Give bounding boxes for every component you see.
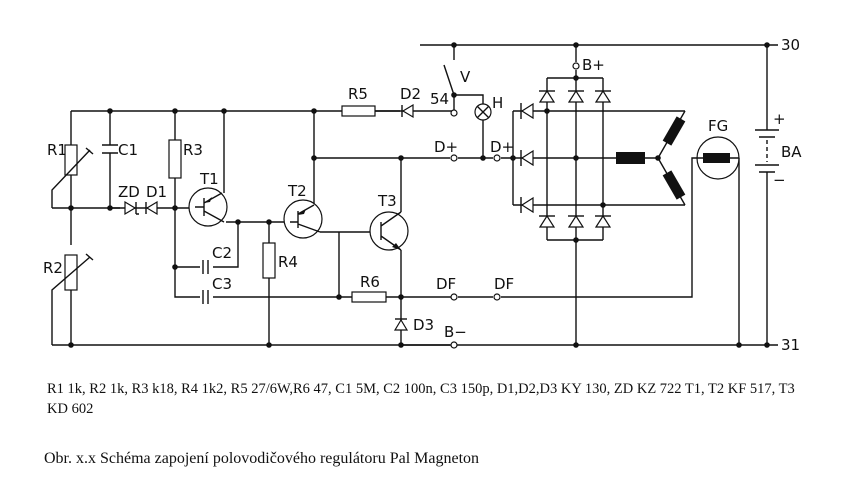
label-T3: T3 [377,192,397,210]
stator-windings [616,116,686,200]
lamp-H [474,103,492,121]
label-D2: D2 [400,85,421,103]
label-R6: R6 [360,273,380,291]
label-Bplus: B+ [582,56,605,74]
label-H: H [492,94,503,112]
label-T2: T2 [287,182,307,200]
capacitor-C3 [202,290,209,304]
label-plus: + [773,110,786,128]
label-30: 30 [781,36,800,54]
label-DF-2: DF [494,275,514,293]
label-R5: R5 [348,85,368,103]
switch-V [443,64,455,96]
regulator-schematic: R1 C1 R3 ZD D1 T1 R2 C2 C3 R4 T2 T3 R5 D… [43,36,802,354]
figure-caption: Obr. x.x Schéma zapojení polovodičového … [44,450,480,467]
diode-D2 [375,103,414,119]
resistor-R1 [51,144,94,208]
capacitor-C2 [202,260,209,274]
resistor-R4 [262,242,276,279]
label-Dplus-1: D+ [434,138,458,156]
transistor-T3 [369,211,409,251]
label-54: 54 [430,90,449,108]
label-Bminus: B− [444,323,467,341]
wires [51,44,778,346]
junction-dots [68,42,770,348]
diode-D3 [393,318,409,331]
label-R3: R3 [183,141,203,159]
diode-D1 [145,200,158,216]
resistor-R6 [351,291,387,303]
label-DF-1: DF [436,275,456,293]
capacitor-C1 [102,144,118,154]
label-R4: R4 [278,253,298,271]
label-D1: D1 [146,183,167,201]
label-C3: C3 [212,275,232,293]
label-T1: T1 [199,170,219,188]
label-ZD: ZD [118,183,140,201]
label-V: V [460,68,471,86]
terminals [450,62,580,349]
label-minus: − [773,171,786,189]
label-BA: BA [781,143,802,161]
field-winding-FG [696,136,740,180]
rectifier-bridge [520,89,612,228]
label-C2: C2 [212,244,232,262]
battery-BA [755,129,779,173]
label-R2: R2 [43,259,63,277]
label-31: 31 [781,336,800,354]
resistor-R5 [341,105,376,117]
label-R1: R1 [47,141,67,159]
label-C1: C1 [118,141,138,159]
resistor-R3 [168,139,182,179]
label-FG: FG [708,117,728,135]
zener-diode-ZD [124,200,139,216]
transistor-T2 [283,199,323,239]
resistor-R2 [51,253,94,300]
label-D3: D3 [413,316,434,334]
label-Dplus-2: D+ [490,138,514,156]
transistor-T1 [188,187,228,227]
parts-list: R1 1k, R2 1k, R3 k18, R4 1k2, R5 27/6W,R… [47,381,795,417]
